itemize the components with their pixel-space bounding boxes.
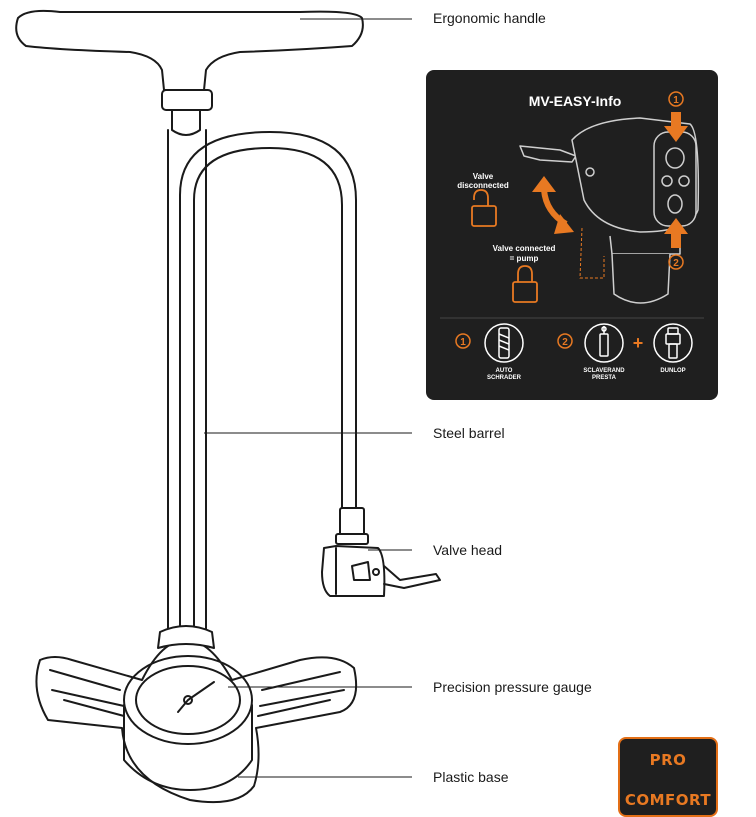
callout-valve-head: Valve head	[433, 542, 503, 558]
marker-2-bottom-digit: 2	[673, 258, 679, 269]
marker-2-row-digit: 2	[562, 337, 568, 348]
valve-disconnected-line1: Valve	[473, 172, 494, 181]
hose	[179, 131, 357, 631]
valve-type-schrader-line2: SCHRADER	[487, 375, 522, 381]
pro-comfort-badge: PRO COMFORT	[618, 737, 718, 817]
curved-double-arrow-icon	[532, 176, 574, 234]
callout-ergonomic-handle: Ergonomic handle	[433, 10, 546, 26]
info-panel-title: MV-EASY-Info	[529, 93, 622, 109]
valve-connected-line1: Valve connected	[493, 244, 556, 253]
marker-2-bottom-icon	[668, 254, 684, 270]
callout-leaders	[204, 18, 412, 778]
badge-line2: COMFORT	[624, 791, 712, 809]
valve-head	[321, 545, 441, 597]
valve-connected-line2: = pump	[510, 254, 539, 263]
valve-type-presta-line2: PRESTA	[592, 375, 617, 381]
marker-1-row-digit: 1	[460, 337, 466, 348]
lock-open-icon	[471, 189, 497, 227]
schrader-valve-icon	[484, 323, 524, 363]
valve-type-schrader-line1: AUTO	[496, 368, 513, 374]
arrow-down-icon	[664, 112, 688, 142]
valve-type-presta-line1: SCLAVERAND	[583, 368, 625, 374]
valve-disconnected-line2: disconnected	[457, 181, 509, 190]
panel-valve-head	[519, 117, 700, 304]
presta-valve-icon	[584, 323, 624, 363]
callout-steel-barrel: Steel barrel	[433, 425, 505, 441]
collar	[161, 89, 213, 111]
dashed-lever-path	[579, 227, 605, 279]
arrow-up-icon	[664, 218, 688, 248]
callout-plastic-base: Plastic base	[433, 769, 509, 785]
lock-closed-icon	[512, 265, 538, 303]
marker-2-row-icon	[557, 333, 573, 349]
plus-sign: +	[633, 333, 644, 353]
badge-line1: PRO	[649, 751, 687, 769]
base	[35, 625, 358, 804]
info-panel: MV-EASY-Info 1	[426, 70, 718, 400]
marker-1-top-icon	[668, 91, 684, 107]
gauge-outer	[123, 655, 253, 745]
handle	[15, 9, 364, 91]
dunlop-valve-icon	[653, 323, 693, 363]
valve-type-dunlop-line1: DUNLOP	[660, 368, 685, 374]
marker-1-top-digit: 1	[673, 95, 679, 106]
pump-illustration	[15, 9, 441, 804]
callout-precision-pressure-gauge: Precision pressure gauge	[433, 679, 592, 695]
marker-1-row-icon	[455, 333, 471, 349]
